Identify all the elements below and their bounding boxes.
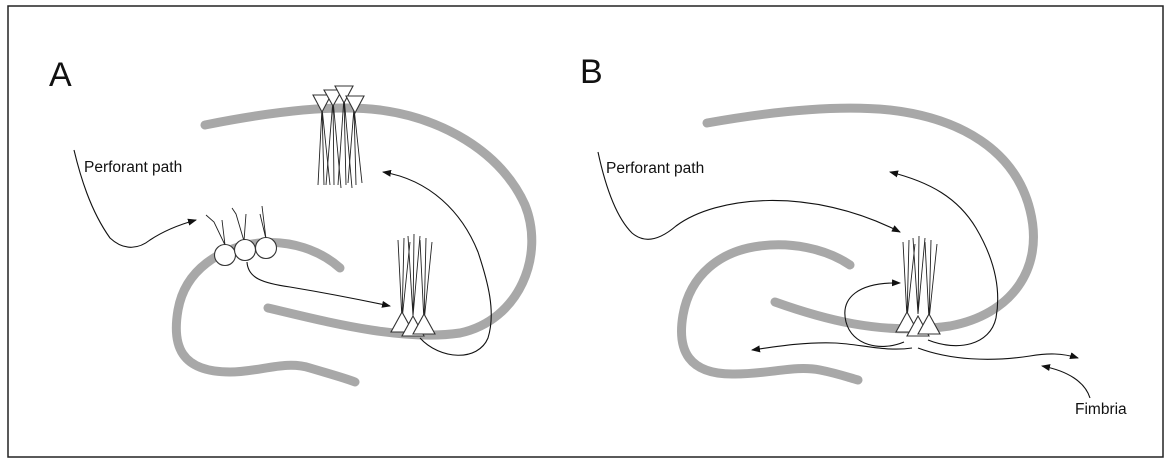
dentate-gyrus-layer (176, 242, 355, 382)
ca3-pyramidal-cells (313, 86, 364, 188)
fimbria-pointer-b (1042, 366, 1090, 398)
granule-cells (206, 206, 277, 266)
panel-b-label: B (580, 53, 603, 91)
fimbria-label-b: Fimbria (1075, 401, 1127, 418)
dentate-gyrus-layer-b (682, 245, 858, 380)
panel-a-label: A (49, 56, 72, 94)
panel-a: A (49, 56, 532, 382)
perforant-path-label-b: Perforant path (606, 160, 704, 177)
recurrent-collaterals-b (845, 283, 904, 346)
mossy-fibers-a (247, 262, 390, 306)
perforant-path-label-a: Perforant path (84, 159, 182, 176)
output-fibers-right-b (918, 348, 1078, 359)
panel-b: B Perforant path Fimbria (580, 53, 1127, 418)
ca1-pyramidal-cells (391, 234, 435, 336)
pyramidal-cells-b (896, 236, 940, 336)
